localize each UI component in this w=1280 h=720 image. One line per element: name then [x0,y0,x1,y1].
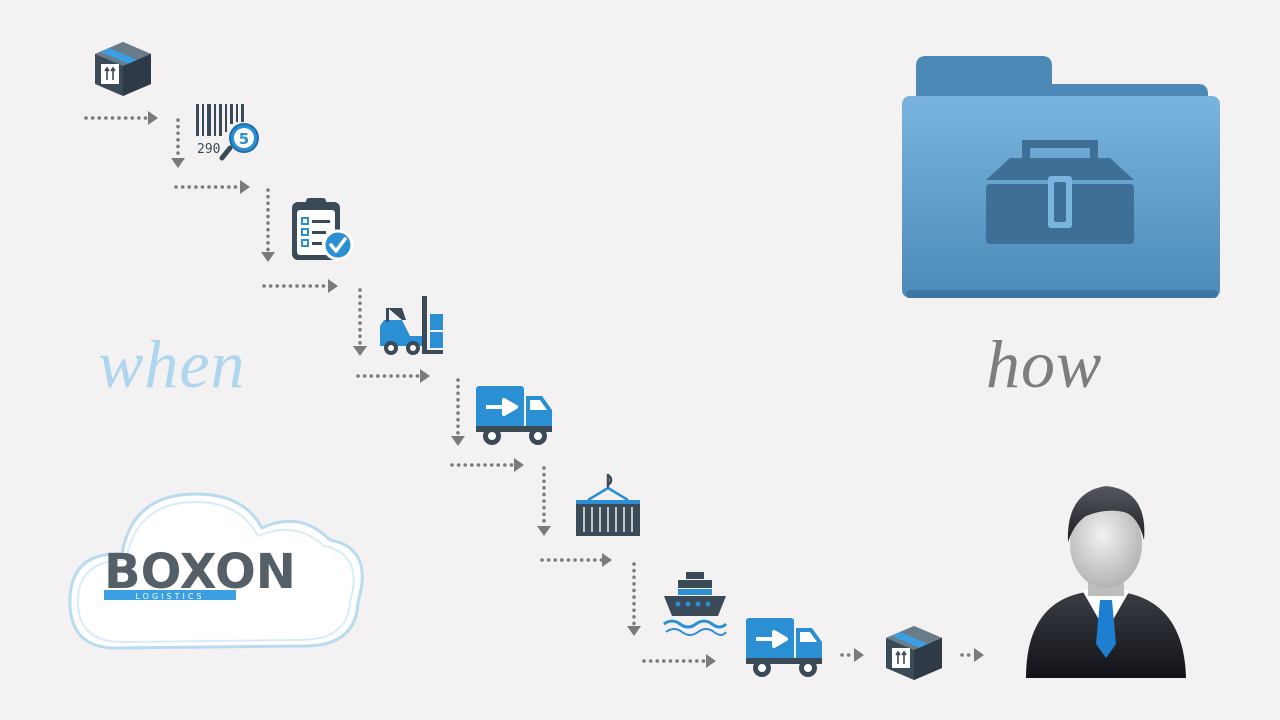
arrowhead [974,648,984,662]
shipping-container-crane-icon [576,474,640,536]
how-heading: how [986,326,1103,402]
arrowhead [451,436,465,446]
when-heading: when [98,326,246,402]
arrowhead [706,654,716,668]
delivery-truck-icon [746,618,822,677]
customer-businessman-icon [1026,486,1186,678]
forklift-icon [380,296,443,355]
package-box-icon [95,42,151,96]
arrowhead [514,458,524,472]
arrowhead [420,369,430,383]
arrowhead [627,626,641,636]
toolbox-folder-icon [902,56,1220,298]
arrowhead [148,111,158,125]
arrowhead [171,158,185,168]
boxon-logo: BOXON LOGISTICS [68,492,364,650]
dotted-connector-arrows [84,111,984,668]
arrowhead [537,526,551,536]
logo-tagline: LOGISTICS [135,592,204,601]
arrowhead [854,648,864,662]
arrowhead [602,553,612,567]
arrowhead [353,346,367,356]
barcode-scan-icon: 290 5 [196,104,259,161]
delivery-truck-icon [476,386,552,445]
barcode-digits: 290 [197,142,220,157]
cargo-ship-icon [663,572,728,636]
arrowhead [328,279,338,293]
arrowhead [240,180,250,194]
checklist-clipboard-icon [292,198,354,261]
barcode-badge: 5 [239,130,249,148]
package-box-icon [886,626,942,680]
arrowhead [261,252,275,262]
